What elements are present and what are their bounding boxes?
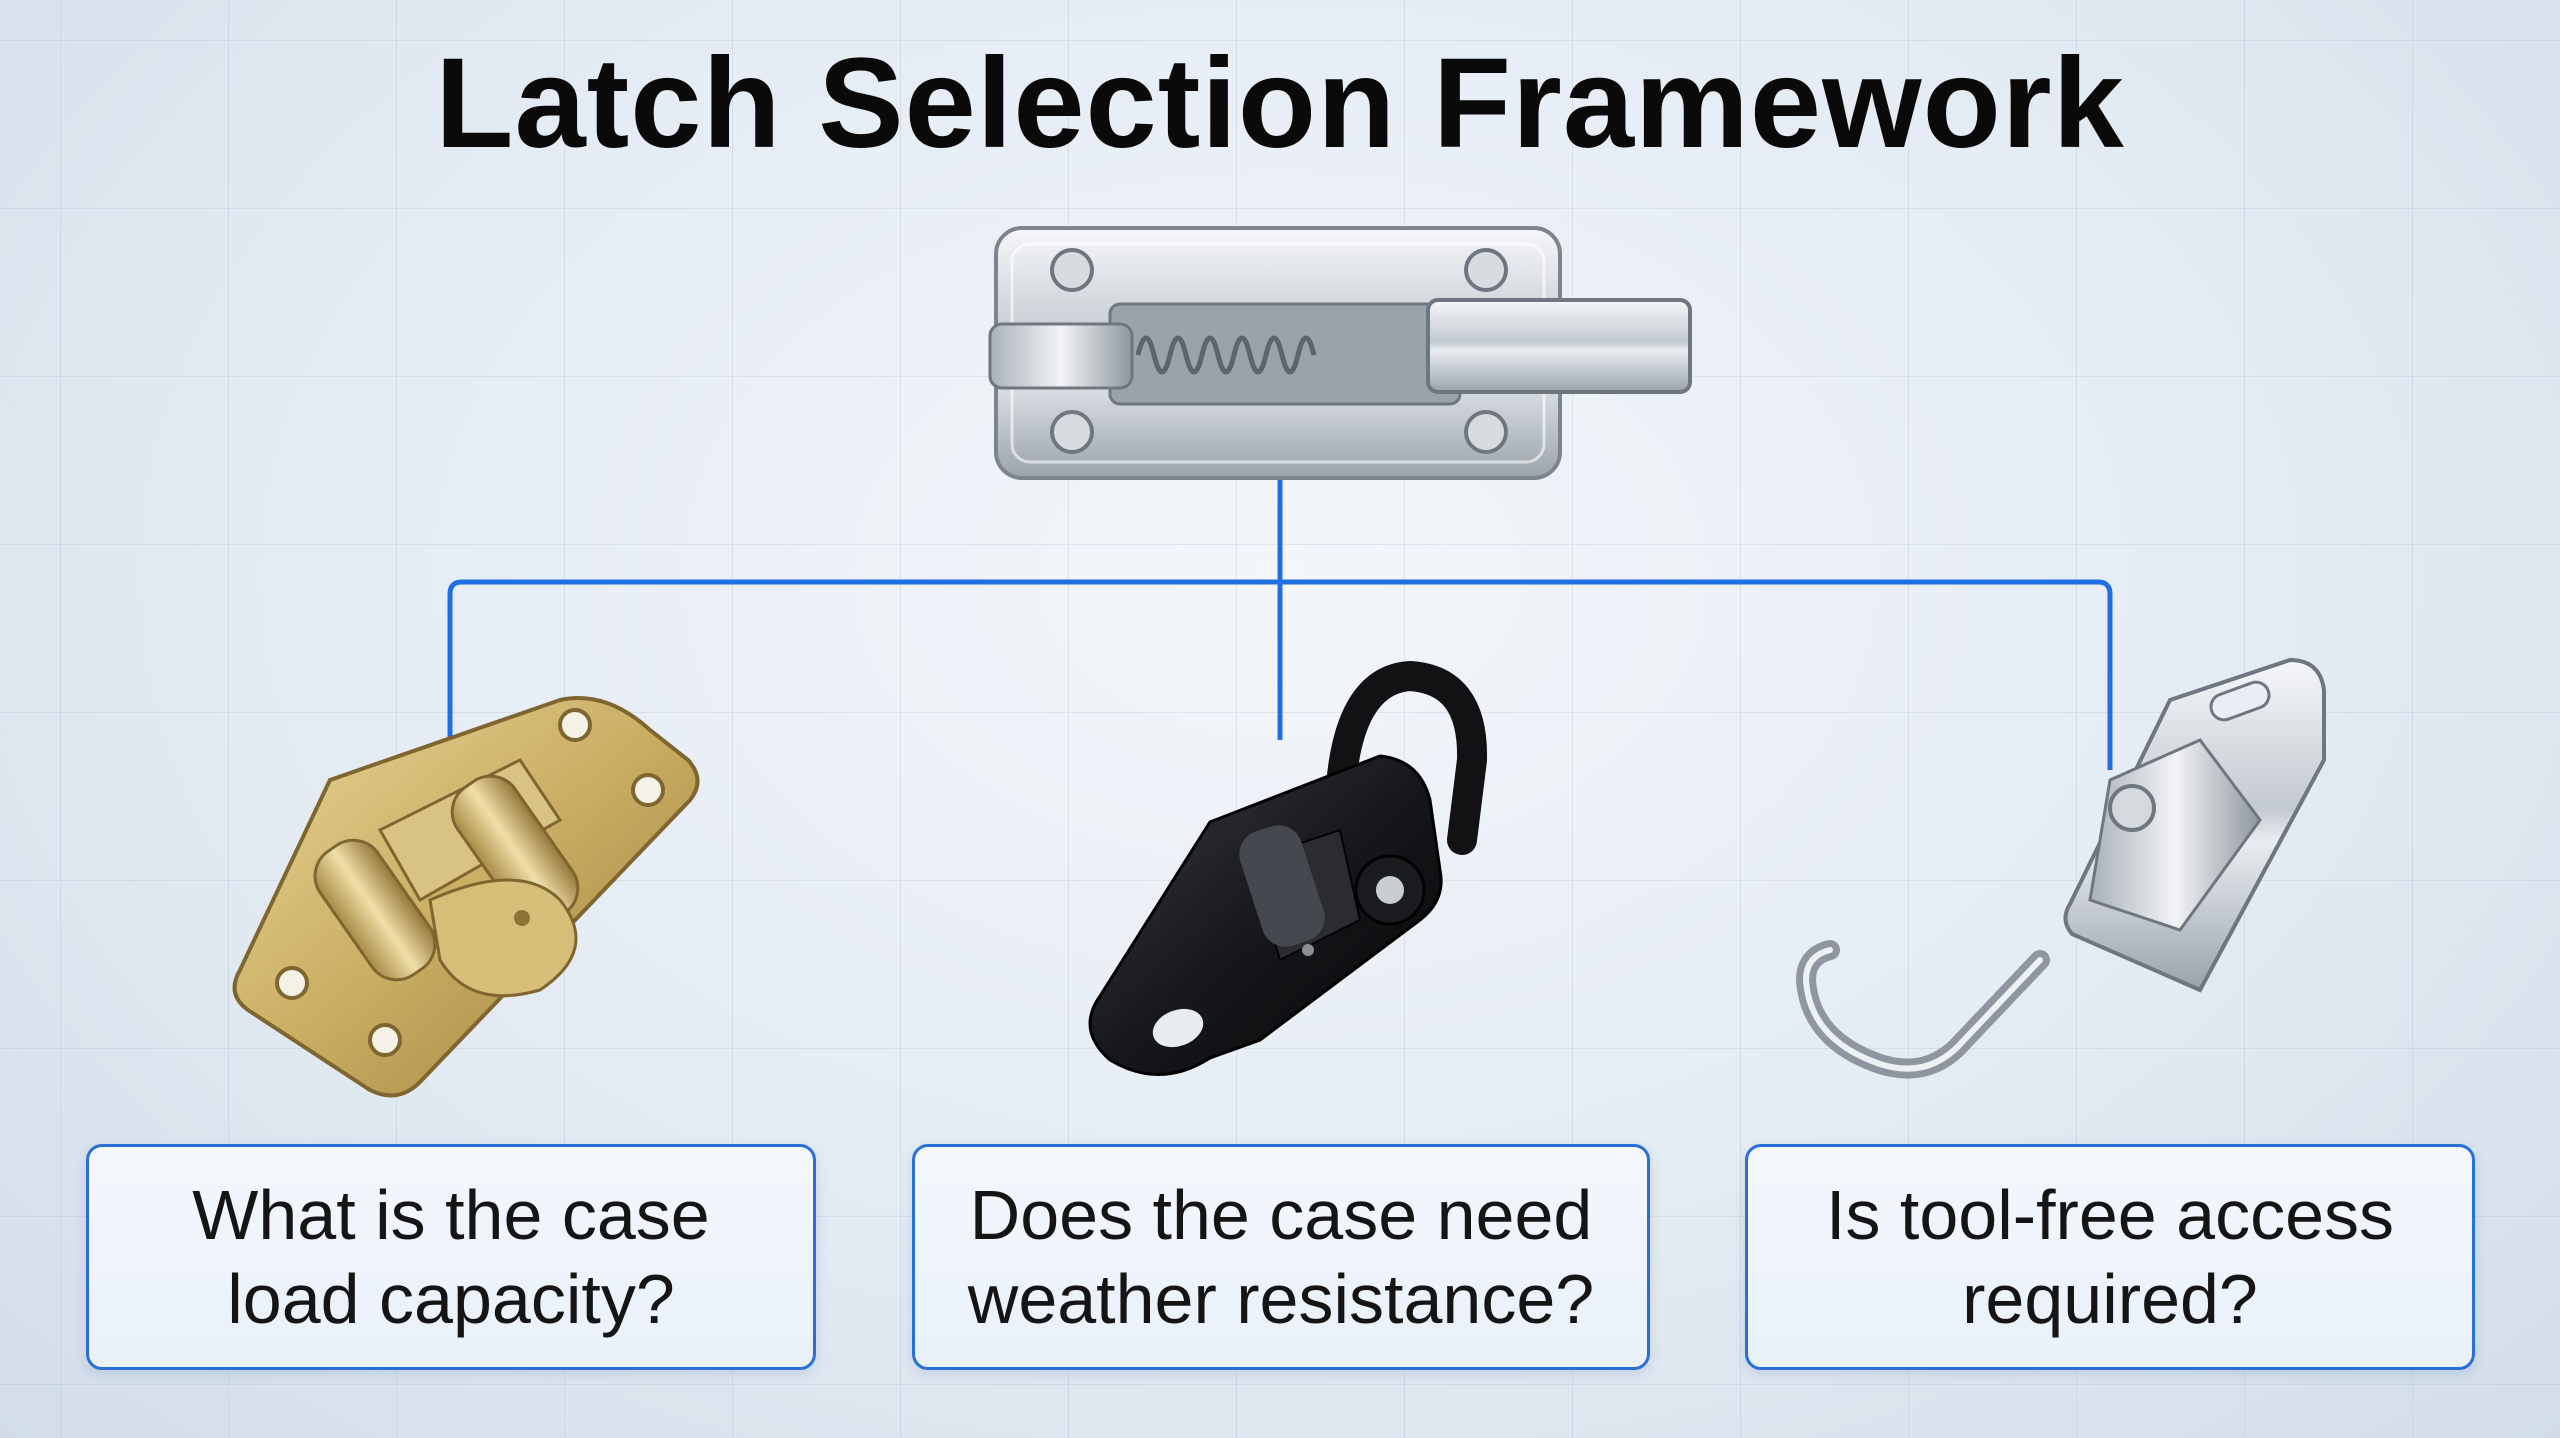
page-title: Latch Selection Framework xyxy=(435,32,2125,175)
brass-barrel-latch-icon xyxy=(232,696,700,1098)
connector-lines xyxy=(447,480,2113,770)
question-box-tool-free-access: Is tool-free access required? xyxy=(1745,1144,2475,1370)
question-box-load-capacity: What is the case load capacity? xyxy=(86,1144,816,1370)
question-text-tool-free-access: Is tool-free access required? xyxy=(1826,1176,2394,1338)
question-text-weather-resistance: Does the case need weather resistance? xyxy=(967,1176,1595,1338)
question-box-weather-resistance: Does the case need weather resistance? xyxy=(912,1144,1650,1370)
stainless-hook-latch-icon xyxy=(1795,657,2326,1079)
black-clamp-latch-icon xyxy=(1088,660,1488,1076)
question-text-load-capacity: What is the case load capacity? xyxy=(192,1176,710,1338)
spring-bolt-latch-icon xyxy=(988,226,1692,480)
